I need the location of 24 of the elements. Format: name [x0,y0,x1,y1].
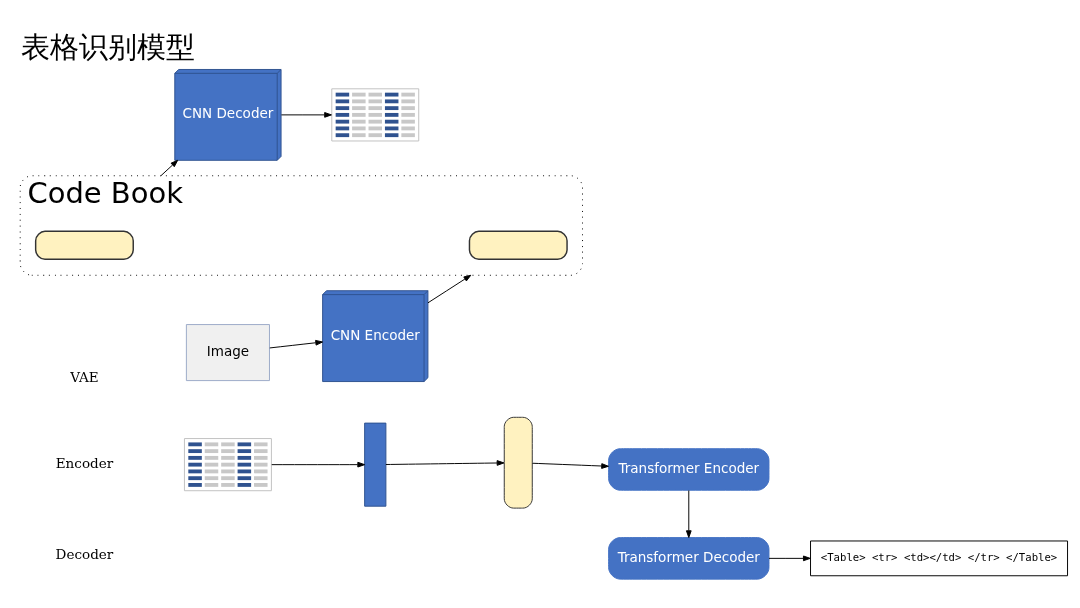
node-box [503,416,533,509]
node-box: Image [185,323,270,381]
node-box: Transformer Decoder [608,536,770,580]
node-picture [183,437,272,491]
node-box: <Table> <tr> <td></td> </tr> </Table> [810,540,1068,576]
arrow [280,111,332,118]
label: Decoder [55,545,114,562]
node-box: Transformer Encoder [608,447,770,491]
arrow [271,461,366,467]
node-box [468,230,568,260]
arrow [768,555,811,561]
label: Encoder [55,454,114,471]
arrow [685,489,692,538]
cluster: Code Book [19,174,583,276]
arrow [385,459,505,466]
arrow [269,339,324,348]
diagram-title: 表格识别模型 [20,29,195,64]
node-box [364,422,387,507]
node-box [34,230,134,260]
node-picture [331,87,420,141]
label: VAE [70,368,99,385]
arrow [160,159,179,176]
arrow [427,274,472,303]
arrow [531,462,609,469]
